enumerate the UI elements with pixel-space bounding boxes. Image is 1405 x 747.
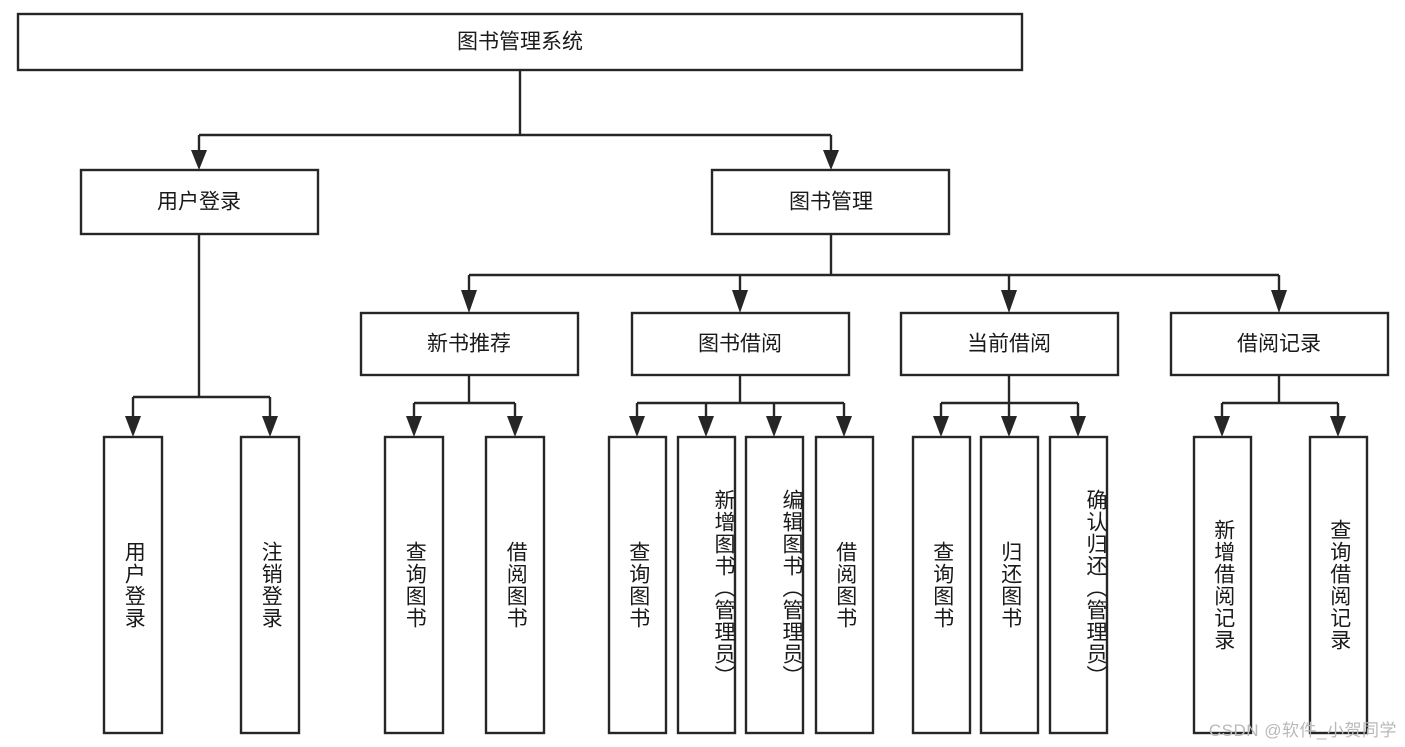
node-book-borrow-label: 图书借阅 — [698, 333, 782, 356]
arrow-currentborrow-leaf-3 — [1070, 416, 1086, 437]
arrow-borrowrecord-leaf-1 — [1214, 416, 1230, 437]
leaf-box-book-borrow-4[interactable] — [814, 435, 875, 735]
leaf-box-book-borrow-2[interactable] — [676, 435, 737, 735]
arrow-to-borrow-record — [1271, 290, 1287, 313]
arrow-to-book-manage — [823, 150, 839, 170]
node-user-login-label: 用户登录 — [157, 191, 241, 214]
csdn-watermark: CSDN @软件_小贺同学 — [1208, 721, 1397, 740]
arrow-bookborrow-leaf-3 — [766, 416, 782, 437]
node-book-borrow-box[interactable] — [630, 311, 851, 377]
arrow-borrowrecord-leaf-2 — [1330, 416, 1346, 437]
node-layer: 图书管理系统 用户登录 图书管理 新书推荐 图书借阅 当前借阅 借阅记录 — [16, 12, 1390, 735]
node-new-book-recommend-label: 新书推荐 — [427, 333, 511, 356]
arrow-to-user-login — [191, 150, 207, 170]
node-root-box[interactable] — [16, 12, 1024, 72]
arrow-userlogin-leaf-2 — [262, 416, 278, 437]
node-root-label: 图书管理系统 — [457, 31, 583, 54]
arrow-currentborrow-leaf-2 — [1001, 416, 1017, 437]
arrow-to-new-book — [461, 290, 477, 313]
node-current-borrow-box[interactable] — [899, 311, 1120, 377]
leaf-box-book-borrow-3[interactable] — [744, 435, 805, 735]
node-borrow-record-label: 借阅记录 — [1237, 333, 1321, 356]
leaf-box-borrow-record-2[interactable] — [1308, 435, 1369, 735]
arrow-bookborrow-leaf-2 — [698, 416, 714, 437]
leaf-box-current-borrow-3[interactable] — [1048, 435, 1109, 735]
node-new-book-recommend-box[interactable] — [359, 311, 580, 377]
arrow-newbook-leaf-2 — [507, 416, 523, 437]
node-current-borrow-label: 当前借阅 — [967, 333, 1051, 356]
leaf-box-borrow-record-1[interactable] — [1192, 435, 1253, 735]
node-book-manage-box[interactable] — [710, 168, 951, 236]
arrow-bookborrow-leaf-1 — [629, 416, 645, 437]
leaf-box-new-book-1[interactable] — [383, 435, 445, 735]
node-user-login-box[interactable] — [79, 168, 320, 236]
node-book-manage-label: 图书管理 — [789, 191, 873, 214]
arrow-to-book-borrow — [732, 290, 748, 313]
leaf-box-user-login-1[interactable] — [102, 435, 164, 735]
leaf-box-current-borrow-1[interactable] — [911, 435, 972, 735]
leaf-box-new-book-2[interactable] — [484, 435, 546, 735]
arrow-currentborrow-leaf-1 — [933, 416, 949, 437]
arrow-to-current-borrow — [1001, 290, 1017, 313]
edge-layer — [125, 70, 1346, 437]
leaf-box-book-borrow-1[interactable] — [607, 435, 668, 735]
leaf-box-user-login-2[interactable] — [239, 435, 301, 735]
leaf-box-current-borrow-2[interactable] — [979, 435, 1040, 735]
node-borrow-record-box[interactable] — [1169, 311, 1390, 377]
arrow-newbook-leaf-1 — [406, 416, 422, 437]
arrow-userlogin-leaf-1 — [125, 416, 141, 437]
arrow-bookborrow-leaf-4 — [836, 416, 852, 437]
